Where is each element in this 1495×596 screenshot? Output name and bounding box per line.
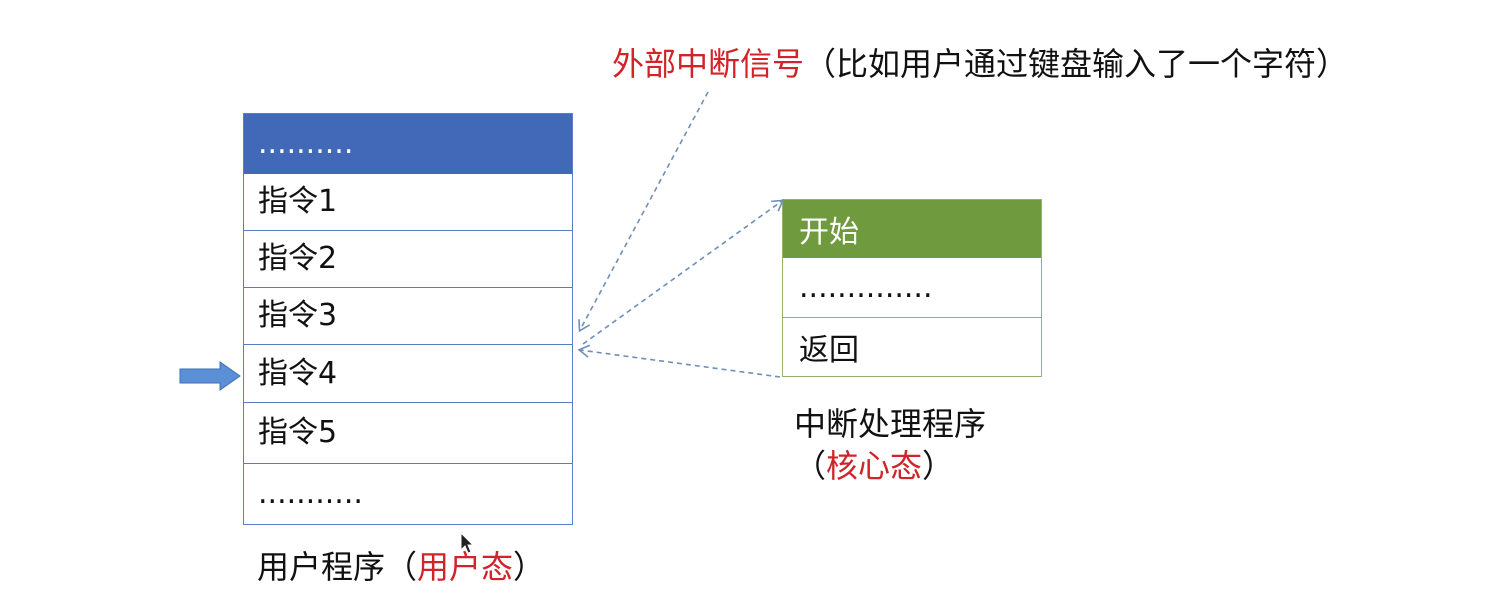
current-instruction-arrow: [179, 361, 241, 391]
interrupt-signal-note: （比如用户通过键盘输入了一个字符）: [804, 45, 1349, 83]
interrupt-signal-annotation: 外部中断信号（比如用户通过键盘输入了一个字符）: [612, 45, 1348, 83]
user-program-row-ellipsis: ...........: [258, 476, 363, 511]
interrupt-handler-caption: 中断处理程序: [794, 405, 987, 443]
instruction-row-2: 指令2: [244, 231, 572, 288]
instruction-row-5: 指令5: [244, 403, 572, 464]
handler-return-arrow: [577, 344, 781, 378]
mouse-cursor-icon: [460, 531, 475, 554]
instruction-row-1: 指令1: [244, 174, 572, 231]
instruction-row-3: 指令3: [244, 288, 572, 345]
user-program-caption-prefix: 用户程序（: [257, 548, 418, 586]
handler-row-ellipsis: ..............: [783, 258, 1041, 318]
user-program-table: .......... 指令1 指令2 指令3 指令4 指令5 .........…: [243, 113, 573, 525]
interrupt-handler-table: 开始 .............. 返回: [782, 199, 1042, 377]
kernel-mode-caption: （核心态）: [794, 447, 954, 485]
kernel-mode-suffix: ）: [922, 447, 955, 485]
user-program-row-header: ..........: [244, 114, 572, 174]
instruction-row-4: 指令4: [244, 345, 572, 403]
user-mode-label: 用户态: [417, 548, 514, 586]
user-program-caption: 用户程序（用户态）: [257, 548, 545, 586]
kernel-mode-label: 核心态: [826, 447, 923, 485]
program-to-handler-arrow: [582, 199, 785, 345]
user-program-caption-suffix: ）: [513, 548, 546, 586]
signal-to-program-arrow: [578, 91, 709, 333]
handler-row-return: 返回: [799, 332, 859, 368]
interrupt-signal-label: 外部中断信号: [612, 45, 805, 83]
handler-row-start: 开始: [783, 200, 1041, 258]
kernel-mode-prefix: （: [794, 447, 827, 485]
